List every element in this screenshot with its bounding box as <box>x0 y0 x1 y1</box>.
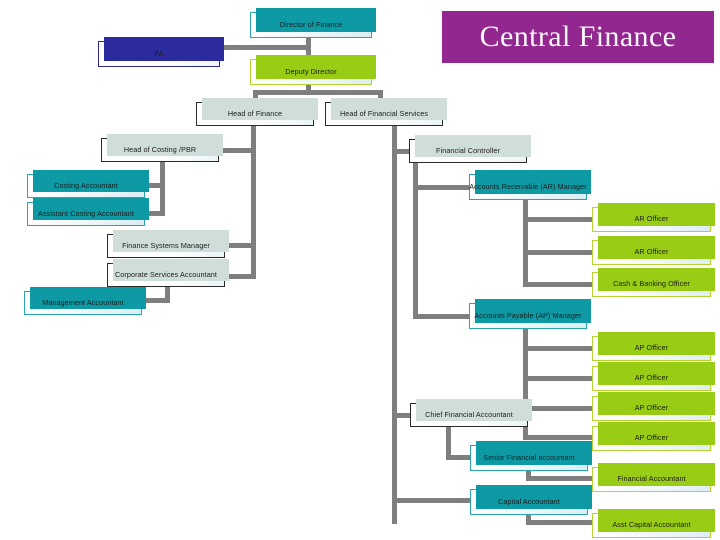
connector-cfa-to-sfa <box>446 455 474 460</box>
connector-ar-to-off1 <box>523 217 595 222</box>
connector-cfa-to-cap <box>392 498 474 503</box>
org-node-label: Costing Accountant <box>54 180 118 190</box>
org-node-ar-officer-2[interactable]: AR Officer <box>592 236 715 265</box>
org-node-director-of-finance[interactable]: Director of Finance <box>250 8 376 38</box>
org-node-label: AP Officer <box>634 343 669 353</box>
org-node-label: AP Officer <box>634 373 669 383</box>
connector-costing-to-ca <box>143 183 165 188</box>
org-node-ap-officer-2[interactable]: AP Officer <box>592 362 715 391</box>
connector-ar-to-cash <box>523 282 595 287</box>
org-node-label: AR Officer <box>634 247 669 257</box>
connector-ap-to-off1 <box>523 346 595 351</box>
org-node-label: Asst Capital Accountant <box>612 520 691 530</box>
org-node-label: Corporate Services Accountant <box>115 269 217 279</box>
org-node-label: Management Accountant <box>42 297 124 307</box>
org-node-label: Head of Financial Services <box>339 108 429 118</box>
org-node-ap-officer-4[interactable]: AP Officer <box>592 422 715 451</box>
org-node-label: Head of Finance <box>227 108 283 118</box>
connector-costing-to-aca <box>143 211 165 216</box>
connector-fc-to-ap <box>413 314 473 319</box>
connector-hof-to-costing <box>217 148 256 153</box>
connector-hofs-to-fc <box>392 149 414 154</box>
org-node-ap-officer-1[interactable]: AP Officer <box>592 332 715 361</box>
connector-hof-to-fsm <box>223 243 256 248</box>
connector-hofs-to-cfa <box>392 413 414 418</box>
org-node-costing-accountant[interactable]: Costing Accountant <box>27 170 149 198</box>
connector-hofs-spine <box>392 126 397 524</box>
org-node-label: Assistant Costing Accountant <box>38 208 134 218</box>
org-node-deputy-director[interactable]: Deputy Director <box>250 55 376 85</box>
connector-csa-spine <box>165 287 170 303</box>
org-node-label: AP Officer <box>634 403 669 413</box>
connector-fc-spine <box>413 163 418 315</box>
org-node-head-of-costing-pbr[interactable]: Head of Costing /PBR <box>101 134 223 162</box>
connector-dd-left-drop <box>253 90 258 104</box>
org-node-asst-capital-accountant[interactable]: Asst Capital Accountant <box>592 509 715 538</box>
org-node-cash-and-banking-officer[interactable]: Cash & Banking Officer <box>592 268 715 297</box>
org-node-label: PA <box>154 48 164 58</box>
connector-ar-spine <box>523 200 528 285</box>
org-node-assistant-costing-accountant[interactable]: Assistant Costing Accountant <box>27 198 149 226</box>
connector-hof-to-csa <box>223 274 256 279</box>
connector-df-to-pa-horiz <box>218 45 311 50</box>
connector-dd-right-drop <box>378 90 383 104</box>
connector-ar-to-off2 <box>523 250 595 255</box>
connector-ap-to-off3 <box>523 406 595 411</box>
org-node-label: Cash & Banking Officer <box>613 279 690 289</box>
connector-ap-spine <box>523 329 528 439</box>
connector-ap-to-off4 <box>523 435 595 440</box>
org-node-accounts-receivable-manager[interactable]: Accounts Receivable (AR) Manager <box>469 170 591 200</box>
connector-dd-split-horiz <box>253 90 383 95</box>
org-node-chief-financial-accountant[interactable]: Chief Financial Accountant <box>410 399 532 427</box>
connector-hof-spine <box>251 126 256 279</box>
connector-cap-to-acap <box>526 520 595 525</box>
connector-sfa-spine <box>526 471 531 480</box>
org-node-ap-officer-3[interactable]: AP Officer <box>592 392 715 421</box>
connector-sfa-to-fa <box>526 476 595 481</box>
connector-cap-spine <box>526 515 531 524</box>
org-node-label: Senior Financial accountant <box>483 452 575 462</box>
org-node-label: Financial Controller <box>436 145 500 155</box>
connector-ap-to-off2 <box>523 376 595 381</box>
page-title: Central Finance <box>479 20 677 53</box>
org-node-corporate-services-accountant[interactable]: Corporate Services Accountant <box>107 259 229 287</box>
org-node-financial-controller[interactable]: Financial Controller <box>409 135 531 163</box>
org-node-label: Accounts Receivable (AR) Manager <box>469 181 587 191</box>
org-node-capital-accountant[interactable]: Capital Accountant <box>470 485 592 515</box>
connector-csa-to-ma <box>140 298 170 303</box>
org-node-label: Capital Accountant <box>498 496 560 506</box>
org-node-label: Accounts Payable (AP) Manager <box>474 310 582 320</box>
org-node-label: Deputy Director <box>285 66 337 76</box>
org-node-label: Director of Finance <box>279 19 343 29</box>
org-node-label: Finance Systems Manager <box>122 240 210 250</box>
org-node-label: Chief Financial Accountant <box>425 409 513 419</box>
org-node-ar-officer-1[interactable]: AR Officer <box>592 203 715 232</box>
org-node-label: Financial Accountant <box>617 474 686 484</box>
org-node-financial-accountant[interactable]: Financial Accountant <box>592 463 715 492</box>
org-node-senior-financial-accountant[interactable]: Senior Financial accountant <box>470 441 592 471</box>
org-node-finance-systems-manager[interactable]: Finance Systems Manager <box>107 230 229 258</box>
title-banner: Central Finance <box>442 11 714 63</box>
connector-fc-to-ar <box>413 185 473 190</box>
org-node-head-of-financial-services[interactable]: Head of Financial Services <box>325 98 447 126</box>
connector-cfa-spine <box>446 427 451 460</box>
connector-dd-down-stub <box>306 85 311 94</box>
org-node-label: AP Officer <box>634 433 669 443</box>
org-node-head-of-finance[interactable]: Head of Finance <box>196 98 318 126</box>
org-node-pa[interactable]: PA <box>98 37 224 67</box>
org-node-label: AR Officer <box>634 214 669 224</box>
org-node-management-accountant[interactable]: Management Accountant <box>24 287 146 315</box>
org-node-label: Head of Costing /PBR <box>123 144 197 154</box>
org-node-accounts-payable-manager[interactable]: Accounts Payable (AP) Manager <box>469 299 591 329</box>
